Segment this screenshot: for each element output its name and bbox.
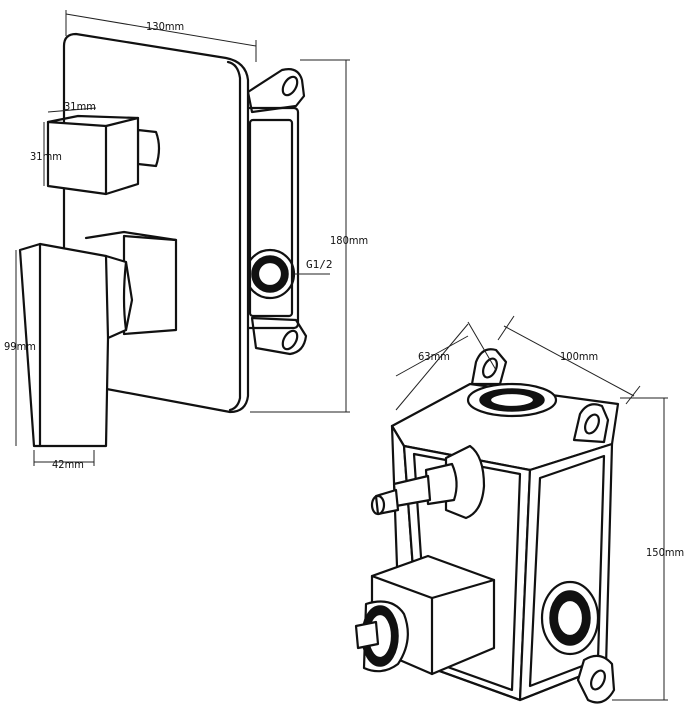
label-lever-height: 99mm — [4, 340, 36, 353]
top-port-bore — [488, 391, 536, 409]
spindle-hex — [444, 444, 486, 520]
front-panel-assembly: 130mm 180mm 31mm 31mm G1/2 99mm 42mm — [4, 10, 368, 471]
spindle-body — [424, 462, 458, 506]
knob-stem — [136, 128, 161, 168]
bottom-lug-hole — [281, 329, 299, 351]
panel-dimensions: 130mm 180mm 31mm 31mm G1/2 99mm 42mm — [4, 10, 368, 471]
spindle-tip-end — [370, 494, 386, 516]
dim-ext-depth-left — [395, 323, 469, 411]
top-lug — [246, 68, 306, 114]
knob-top — [46, 114, 140, 124]
right-side-port — [540, 580, 600, 656]
lever-hub — [122, 234, 178, 336]
lever-neck — [122, 260, 128, 332]
label-panel-height: 180mm — [330, 234, 368, 247]
label-thread: G1/2 — [306, 258, 333, 271]
label-knob-width: 31mm — [64, 100, 96, 113]
label-box-height: 150mm — [646, 546, 684, 559]
dim-line-knob-width — [47, 107, 97, 113]
dim-ext-depth-right — [467, 321, 497, 371]
box-inner — [248, 118, 294, 318]
lower-cartridge — [354, 554, 496, 676]
spindle-tip — [374, 488, 400, 516]
lug-top-left-hole — [482, 357, 498, 379]
lug-top-left — [470, 348, 508, 386]
bottom-lug — [250, 316, 308, 356]
dim-line-depth — [395, 335, 469, 377]
lever-arm — [18, 242, 134, 448]
diverter-knob — [46, 114, 161, 196]
mixer-box-assembly: 63mm 100mm 150mm — [354, 315, 684, 704]
right-port-bore — [555, 598, 585, 638]
lug-bottom-right-hole — [590, 669, 606, 691]
lug-bottom-right — [576, 654, 616, 704]
top-lug-hole — [281, 75, 299, 97]
cartridge-key — [354, 620, 380, 650]
box-outline — [242, 106, 300, 330]
label-box-depth: 63mm — [418, 350, 450, 363]
faceplate-edge — [226, 60, 242, 412]
dim-line-panel-width — [65, 13, 257, 47]
lug-top-right-hole — [584, 413, 600, 435]
mixer-lugs — [470, 348, 616, 704]
label-lever-width: 42mm — [52, 458, 84, 471]
mixer-dimensions: 63mm 100mm 150mm — [395, 315, 684, 701]
lug-top-right — [572, 403, 610, 444]
dim-ext-width-left — [497, 315, 515, 341]
side-port-bore — [256, 260, 284, 288]
lever-arm-inner — [104, 254, 110, 340]
dim-ext-width-right — [625, 385, 641, 405]
label-knob-height: 31mm — [30, 150, 62, 163]
mounting-box-rear — [242, 68, 308, 356]
upper-spindle — [370, 444, 486, 520]
top-port — [466, 382, 558, 418]
lever-hub-top — [84, 230, 178, 242]
box-bottom-edge — [418, 662, 608, 702]
label-panel-width: 130mm — [146, 20, 184, 33]
lever-handle — [18, 230, 178, 448]
dim-line-width — [503, 325, 635, 397]
label-box-width: 100mm — [560, 350, 598, 363]
